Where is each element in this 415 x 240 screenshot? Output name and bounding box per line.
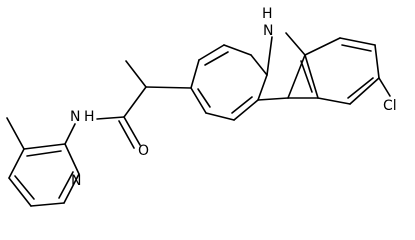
bond — [8, 148, 25, 179]
bond — [197, 88, 211, 108]
chlorine-label: Cl — [383, 98, 397, 114]
bond — [64, 143, 80, 175]
bond — [26, 150, 62, 157]
bond — [64, 123, 76, 145]
indole-nh-label: H — [262, 6, 273, 22]
bond — [347, 77, 374, 99]
bond — [304, 54, 319, 99]
indole-n-label: N — [263, 23, 273, 39]
bond — [287, 54, 306, 99]
bond — [58, 171, 74, 199]
bond — [125, 60, 147, 88]
bond — [349, 77, 380, 105]
bond — [123, 86, 147, 118]
atom-labels: H N Cl N H O N — [70, 6, 397, 189]
bond — [6, 117, 25, 150]
molecule-drawing: H N Cl N H O N — [6, 6, 397, 207]
bond — [339, 37, 376, 46]
bond — [118, 120, 135, 149]
bond — [317, 97, 351, 105]
pyridine-n-label: N — [71, 173, 81, 189]
bond — [257, 74, 268, 101]
carbonyl-o-label: O — [138, 143, 149, 159]
bond — [198, 44, 225, 61]
bond — [14, 175, 35, 200]
bond — [145, 86, 192, 89]
bond — [30, 202, 65, 207]
amide-n-label: N — [70, 109, 80, 125]
bond — [304, 37, 341, 56]
bond — [257, 97, 289, 101]
bond — [233, 99, 259, 121]
bond — [231, 96, 253, 114]
bond — [63, 173, 80, 204]
bond — [123, 116, 141, 146]
bond — [250, 54, 268, 76]
bond-lines — [6, 32, 391, 207]
bond — [190, 87, 207, 114]
amide-nh-label: H — [84, 109, 95, 125]
bond — [204, 51, 229, 66]
bond — [205, 112, 235, 121]
bond — [341, 44, 372, 52]
bond — [266, 36, 273, 76]
bond — [96, 116, 125, 120]
bond — [374, 44, 380, 79]
bond — [223, 44, 252, 56]
bond — [300, 60, 313, 93]
bond — [190, 59, 200, 89]
structure-svg: H N Cl N H O N — [6, 6, 397, 207]
bond — [285, 32, 306, 56]
bond — [23, 143, 66, 150]
bond — [378, 77, 391, 97]
bond — [8, 177, 32, 207]
